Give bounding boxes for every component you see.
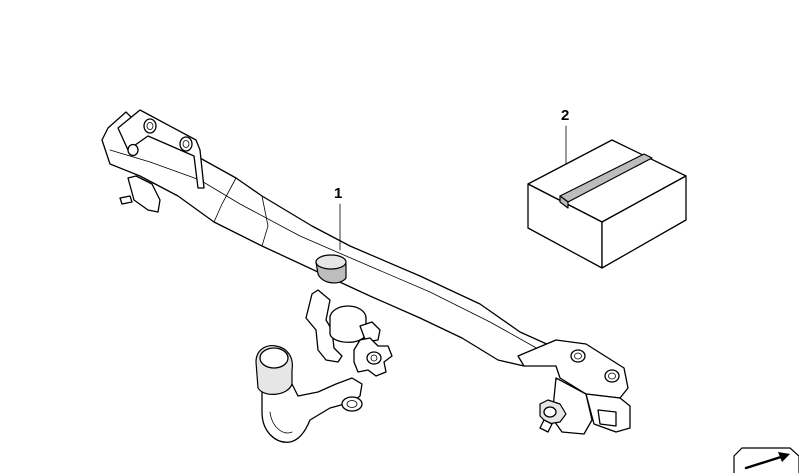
callout-1: 1	[334, 185, 343, 202]
corner-arrow-icon[interactable]	[733, 447, 799, 473]
kit-box-drawing[interactable]	[527, 139, 687, 269]
tow-arm	[261, 377, 363, 443]
tow-hitch-drawing[interactable]	[101, 109, 631, 443]
swivel-mount	[305, 289, 343, 363]
box-right	[601, 175, 687, 269]
left-bracket	[117, 109, 205, 189]
callout-2: 2	[561, 107, 570, 124]
